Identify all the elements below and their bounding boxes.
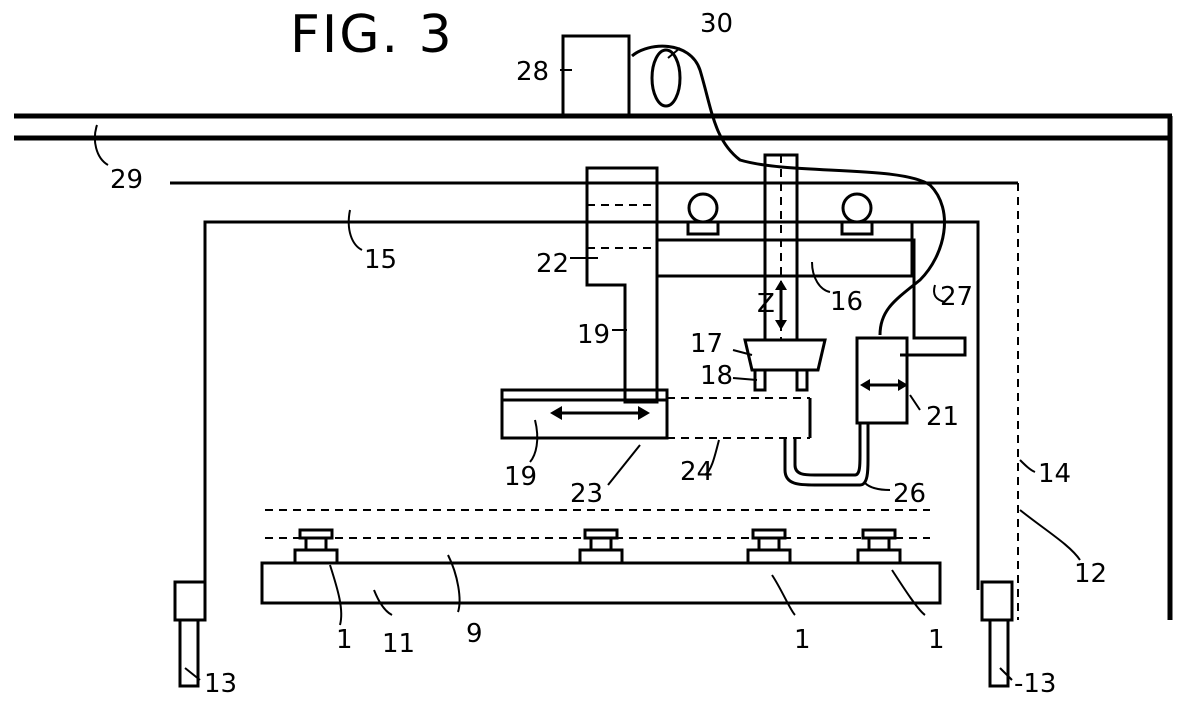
label-17: 17 [690, 329, 723, 359]
label-28: 28 [516, 57, 549, 87]
leg-13-right [982, 582, 1012, 686]
carriage-top-plate [657, 222, 912, 240]
workpiece-2 [580, 530, 622, 563]
slide-arrow-left [550, 406, 562, 420]
label-21: 21 [926, 402, 959, 432]
label-13-right: -13 [1014, 669, 1056, 699]
label-z: Z [757, 289, 775, 319]
label-9: 9 [466, 619, 483, 649]
cable-coil-30 [652, 50, 680, 106]
label-27: 27 [940, 282, 973, 312]
carriage-16 [657, 240, 912, 276]
label-19-upper: 19 [577, 320, 610, 350]
label-1-right: 1 [928, 625, 945, 655]
figure-title: FIG. 3 [290, 5, 454, 65]
label-18: 18 [700, 361, 733, 391]
label-14: 14 [1038, 459, 1071, 489]
table-11 [262, 563, 940, 603]
roller-right [843, 194, 871, 222]
label-29: 29 [110, 165, 143, 195]
roller-left-base [688, 222, 718, 234]
label-12: 12 [1074, 559, 1107, 589]
workpiece-3 [748, 530, 790, 563]
slide-arrow-right [638, 406, 650, 420]
workpiece-1 [295, 530, 337, 563]
roller-right-base [842, 222, 872, 234]
roller-left [689, 194, 717, 222]
label-30: 30 [700, 9, 733, 39]
label-22: 22 [536, 249, 569, 279]
gripper-head-17 [745, 340, 825, 370]
label-26: 26 [893, 479, 926, 509]
label-1-middle: 1 [794, 625, 811, 655]
workpiece-4 [858, 530, 900, 563]
box-28 [563, 36, 629, 116]
z-arrow-up [775, 280, 787, 290]
arrow-21-left [860, 379, 870, 391]
label-23: 23 [570, 479, 603, 509]
label-11: 11 [382, 629, 415, 659]
gripper-finger-right [797, 370, 807, 390]
hose-26-inner [795, 423, 860, 475]
column-22 [587, 168, 657, 402]
label-13-left: 13 [204, 669, 237, 699]
label-16: 16 [830, 287, 863, 317]
leader-lines [95, 48, 1080, 680]
label-24: 24 [680, 457, 713, 487]
label-19-lower: 19 [504, 462, 537, 492]
label-1-left: 1 [336, 625, 353, 655]
z-arrow-down [775, 320, 787, 330]
leg-13-left [175, 582, 205, 686]
label-15: 15 [364, 245, 397, 275]
